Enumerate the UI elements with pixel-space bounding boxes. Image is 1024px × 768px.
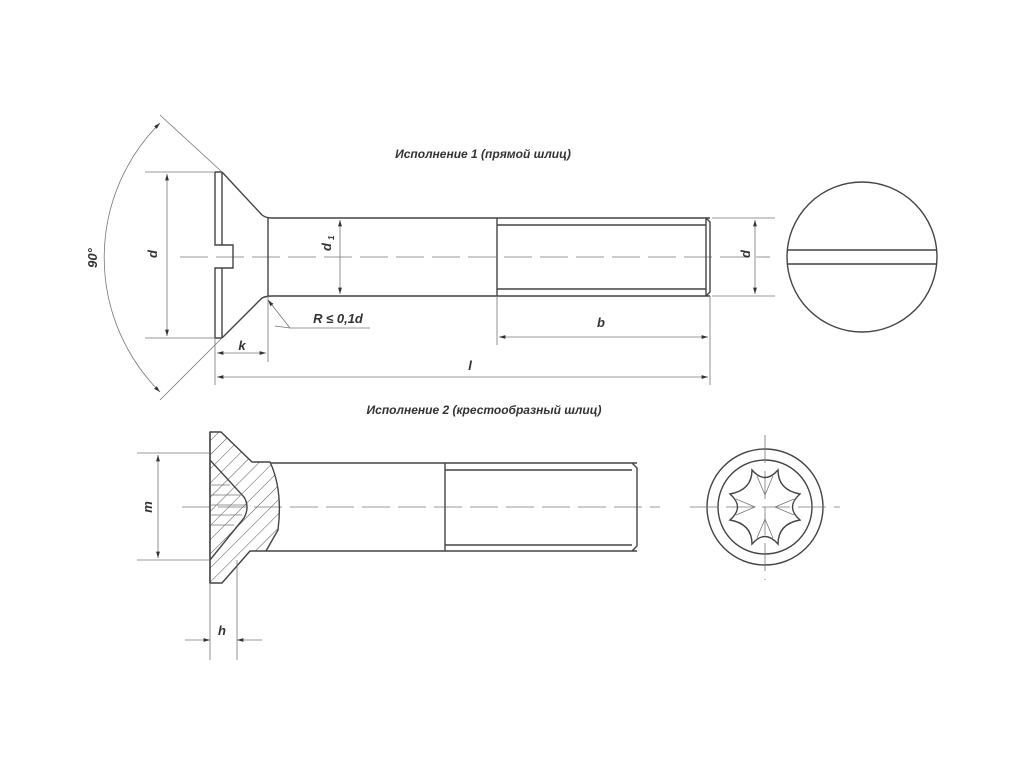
b-label: b — [597, 315, 605, 330]
dimensions-view2 — [137, 452, 262, 660]
view1-title: Исполнение 1 (прямой шлиц) — [395, 147, 571, 161]
dimensions-view1 — [103, 114, 775, 401]
screw-head-top-view-slotted — [786, 181, 938, 333]
k-label: k — [238, 338, 246, 353]
view2-title: Исполнение 2 (крестообразный шлиц) — [367, 403, 602, 417]
h-label: h — [218, 623, 226, 638]
d-right-label: d — [738, 249, 753, 258]
d1-subscript: 1 — [327, 235, 336, 240]
d-label: d — [145, 249, 160, 258]
radius-label: R ≤ 0,1d — [313, 311, 364, 326]
d1-label: d — [319, 242, 334, 251]
screw-head-top-view-cross — [690, 435, 840, 580]
screw-side-view-slotted — [180, 171, 770, 339]
l-label: l — [468, 358, 472, 373]
screw-side-view-cross-section — [182, 431, 660, 584]
m-label: m — [140, 501, 155, 513]
angle-label: 90° — [85, 247, 100, 267]
